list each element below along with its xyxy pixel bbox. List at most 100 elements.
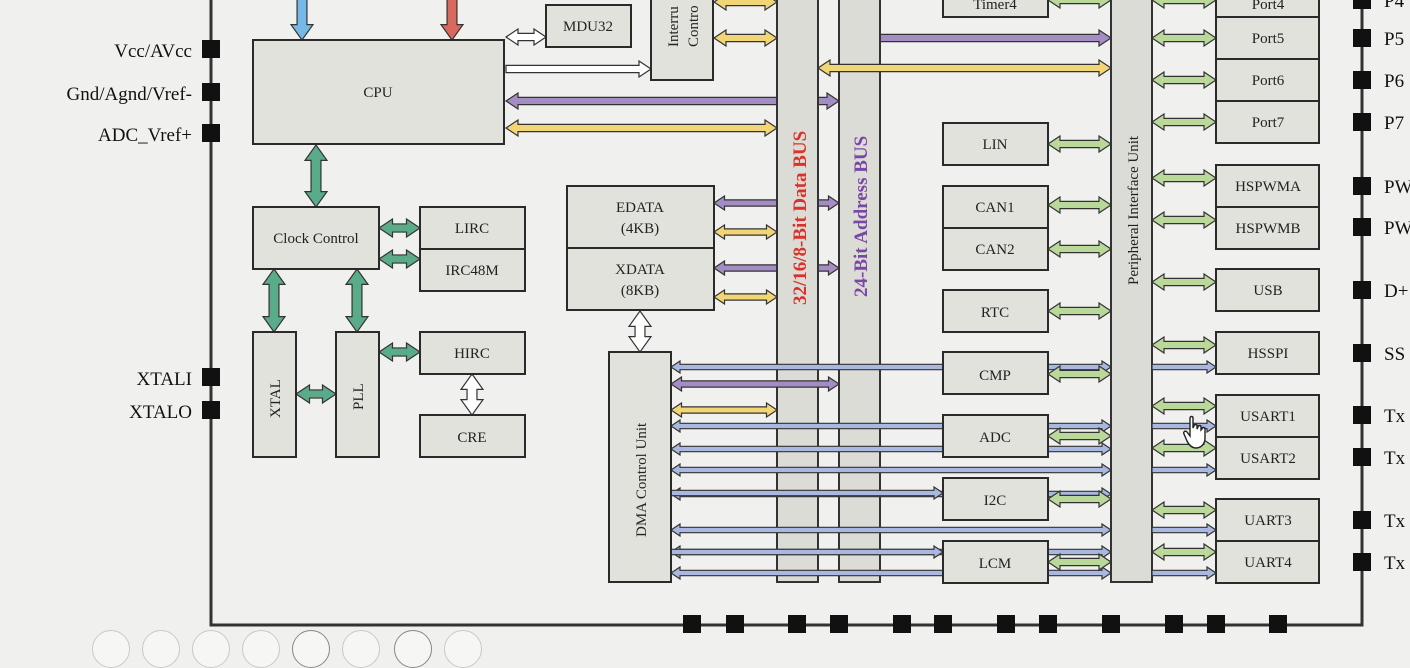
bottom-pin	[934, 615, 952, 633]
right-pin	[1353, 344, 1371, 362]
right-pin	[1353, 113, 1371, 131]
bottom-pin	[893, 615, 911, 633]
bottom-pin	[726, 615, 744, 633]
cpu-input-arrow	[289, 0, 315, 42]
peripheral-link-arrow	[1046, 426, 1113, 446]
pin-label-gnd: Gnd/Agnd/Vref-	[67, 84, 193, 105]
address-bus-label: 24-Bit Address BUS	[851, 136, 872, 297]
pin-xtali	[202, 368, 220, 386]
dma-blue-arrow	[669, 359, 1113, 375]
right-pin-label: P6	[1384, 71, 1404, 92]
lirc-label: LIRC	[455, 221, 489, 237]
bottom-pin	[1039, 615, 1057, 633]
interrupt-label-line1: Interru	[666, 6, 682, 47]
port-link-arrow	[1150, 396, 1218, 416]
port-link-arrow	[1150, 70, 1218, 90]
dma-blue-arrow	[669, 418, 1113, 434]
port-link-arrow	[1150, 210, 1218, 230]
camera-button[interactable]	[394, 630, 432, 668]
cpu-label: CPU	[363, 85, 392, 101]
rtc-label: RTC	[981, 305, 1009, 321]
mdu32-label: MDU32	[563, 19, 613, 35]
dma-blue-arrow	[669, 522, 1113, 538]
right-pin	[1353, 511, 1371, 529]
right-pin	[1353, 218, 1371, 236]
previous-slide-button[interactable]	[92, 630, 130, 668]
bottom-pin	[1102, 615, 1120, 633]
data-bus	[776, 0, 819, 583]
right-pin-label: P5	[1384, 29, 1404, 50]
adc-block	[942, 414, 1049, 458]
port-blue-arrow	[1151, 522, 1218, 538]
subtitles-button[interactable]	[342, 630, 380, 668]
right-pin-label: Tx	[1384, 511, 1406, 532]
cre-label: CRE	[457, 430, 486, 446]
data-edata-arrow	[712, 223, 779, 241]
pin-xtalo	[202, 401, 220, 419]
dma-i2c-arrow	[670, 485, 945, 501]
interrupt-label-line2: Contro	[686, 5, 702, 47]
port-link-arrow	[1150, 0, 1218, 10]
port-blue-arrow	[1151, 359, 1218, 375]
port-blue-arrow	[1151, 418, 1218, 434]
right-pin	[1353, 553, 1371, 571]
edata-block	[566, 185, 715, 249]
bottom-pin	[683, 615, 701, 633]
pen-tool-button[interactable]	[192, 630, 230, 668]
lcm-label: LCM	[979, 556, 1012, 572]
port6-label: Port6	[1252, 73, 1285, 89]
pll-block	[335, 331, 380, 458]
clock-xtal-arrow	[261, 267, 287, 334]
port7-block	[1215, 100, 1320, 144]
zoom-button[interactable]	[292, 630, 330, 668]
presentation-toolbar	[90, 628, 510, 668]
lin-block	[942, 122, 1049, 166]
data-peripheral-arrow	[816, 58, 1113, 78]
port7-label: Port7	[1252, 115, 1285, 131]
usart2-label: USART2	[1240, 451, 1296, 467]
rtc-block	[942, 289, 1049, 333]
slides-grid-button[interactable]	[242, 630, 280, 668]
peripheral-link-arrow	[1046, 239, 1113, 259]
data-bus-label: 32/16/8-Bit Data BUS	[790, 131, 811, 305]
port-blue-arrow	[1151, 565, 1218, 581]
right-pin	[1353, 0, 1371, 9]
can2-label: CAN2	[975, 242, 1014, 258]
cre-block	[419, 414, 526, 458]
clock-lirc-arrow	[377, 217, 422, 239]
peripheral-link-arrow	[1046, 552, 1113, 572]
cpu-input-arrow	[439, 0, 465, 42]
more-options-button[interactable]	[444, 630, 482, 668]
bus-arrow-layer	[669, 58, 1113, 581]
right-pin	[1353, 177, 1371, 195]
port-link-arrow	[1150, 500, 1218, 520]
clock-control-label: Clock Control	[273, 231, 358, 247]
timer4-block	[942, 0, 1049, 18]
next-slide-button[interactable]	[142, 630, 180, 668]
irc48m-block	[419, 248, 526, 292]
uart4-block	[1215, 540, 1320, 584]
clock-irc48m-arrow	[377, 248, 422, 270]
uart4-label: UART4	[1244, 555, 1292, 571]
right-pin-label: PW	[1384, 177, 1410, 198]
cpu-mdu-arrow	[504, 27, 548, 47]
port-link-arrow	[1150, 272, 1218, 292]
bottom-pin	[997, 615, 1015, 633]
right-pin-label: P7	[1384, 113, 1404, 134]
pin-label-vcc: Vcc/AVcc	[114, 41, 192, 62]
cmp-block	[942, 351, 1049, 395]
pin-label-xtalo: XTALO	[129, 402, 192, 423]
dma-blue-arrow	[669, 462, 1113, 478]
hsspi-label: HSSPI	[1248, 346, 1289, 362]
can1-block	[942, 185, 1049, 229]
cpu-block	[252, 39, 505, 145]
usart2-block	[1215, 436, 1320, 480]
hsspi-block	[1215, 331, 1320, 375]
lin-label: LIN	[983, 137, 1008, 153]
xdata-dma-arrow	[627, 309, 653, 354]
peripheral-interface-bus	[1110, 0, 1153, 583]
pll-label: PLL	[351, 383, 367, 410]
port-link-arrow	[1150, 112, 1218, 132]
cpu-interrupt-arrow	[505, 59, 653, 79]
mdu32-block	[545, 4, 632, 48]
